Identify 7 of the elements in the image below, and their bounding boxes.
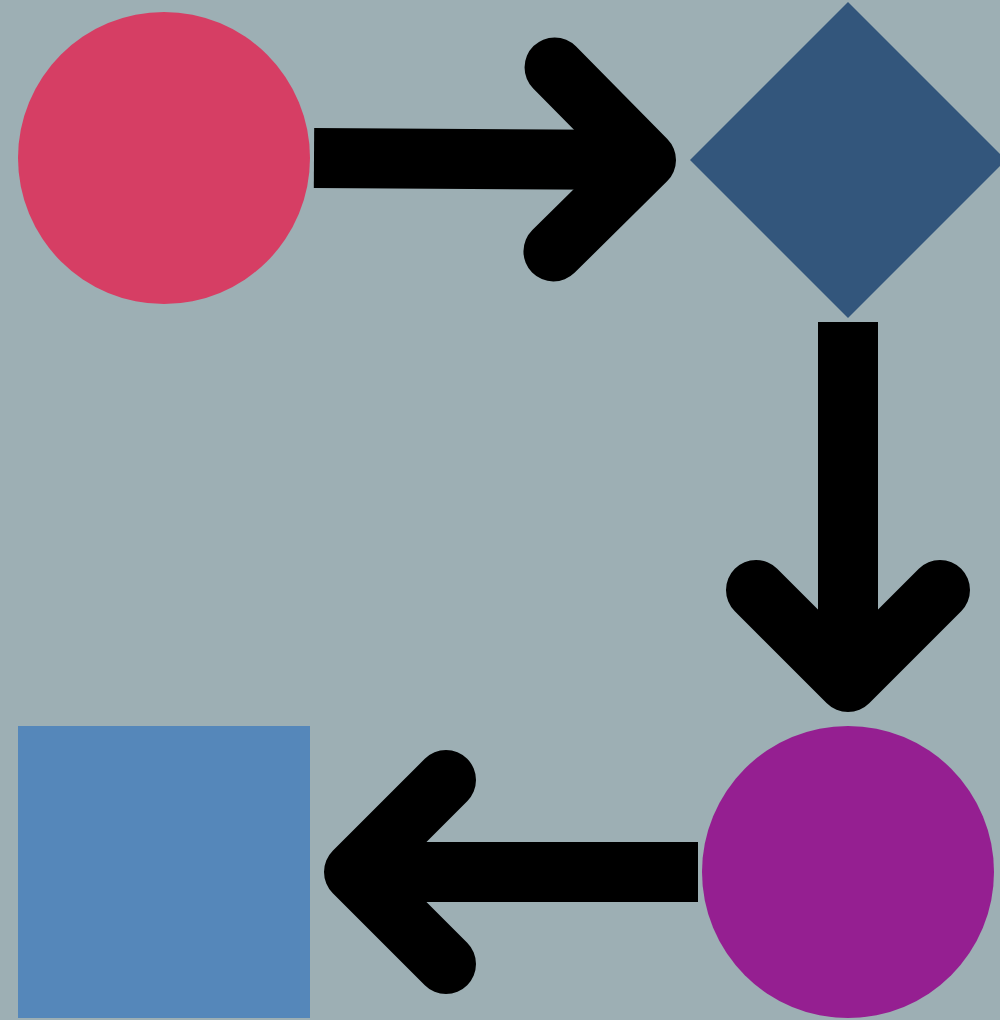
circle-shape — [702, 726, 994, 1018]
arrow — [324, 750, 698, 994]
diamond-shape — [690, 2, 1000, 318]
arrow — [726, 322, 970, 712]
circle-shape — [18, 12, 310, 304]
square-shape — [18, 726, 310, 1018]
arrow — [313, 37, 676, 282]
